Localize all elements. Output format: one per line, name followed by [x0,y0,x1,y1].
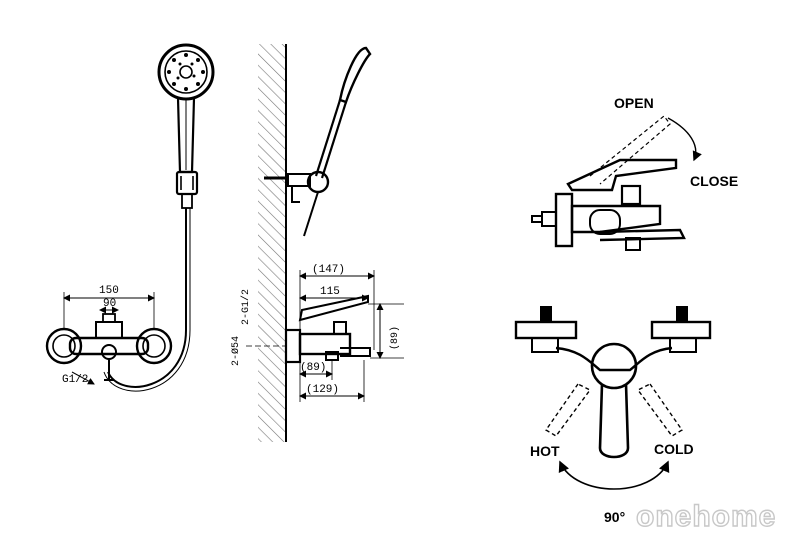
dim-center-label: 90 [103,298,116,310]
dim-total-label: (147) [312,264,345,276]
front-view [45,43,215,392]
angle-label: 90° [604,509,625,525]
mixer-front [45,313,173,381]
dim-spout-b-label: (129) [306,384,339,396]
lever-view [531,115,702,251]
dim-width-label: 150 [99,285,119,297]
watermark: onehome [636,500,776,533]
wall-diameter-label: 2-Ø54 [230,336,242,366]
dim-spout-a-label: (89) [300,362,326,374]
hot-label: HOT [530,443,560,459]
rotation-view [514,306,712,490]
close-label: CLOSE [690,173,738,189]
dim-body-label: 115 [320,286,340,298]
shower-head [157,43,215,101]
wall-hatch [258,44,286,442]
open-label: OPEN [614,95,654,111]
dim-height-label: (89) [389,326,401,350]
side-view [246,44,404,442]
wall-thread-label: 2-G1/2 [240,289,252,325]
thread-label: G1/2 [62,374,88,386]
cold-label: COLD [654,441,694,457]
